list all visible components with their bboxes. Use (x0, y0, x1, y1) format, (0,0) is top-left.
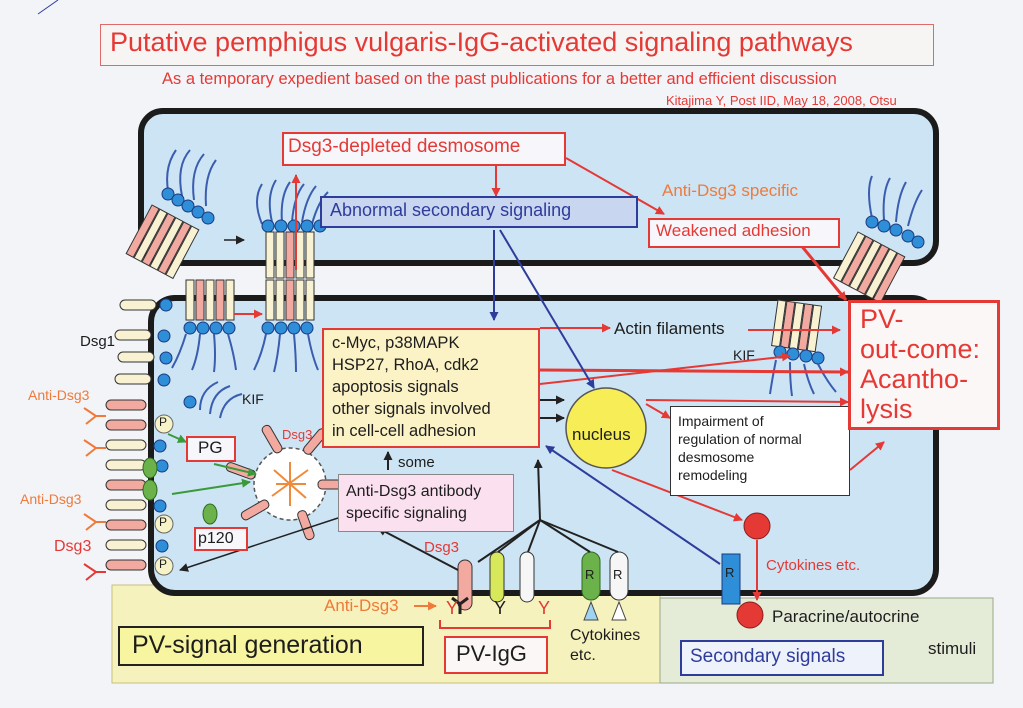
dsg3-receptor-label: Dsg3 (424, 539, 460, 556)
anti-dsg3-mid-label: Anti-Dsg3 (20, 491, 82, 507)
y-antibody-2: Y (494, 598, 507, 618)
outcome-box (848, 300, 1000, 430)
antibody-signaling-box (338, 474, 514, 532)
kif-right-label: KIF (733, 347, 755, 363)
arrow-antibody-box-to-membrane (179, 517, 339, 572)
pg-label: PG (198, 438, 223, 457)
cytokines-label: Cytokines etc. (766, 557, 861, 574)
anti-dsg3-bottom-label: Anti-Dsg3 (324, 596, 399, 615)
impairment-box (670, 406, 850, 496)
p-label-1: P (159, 415, 168, 429)
desmosome-plaque-upper-right (832, 175, 925, 304)
arrow-abnormal-to-nucleus (499, 229, 595, 389)
weakened-adhesion-label: Weakened adhesion (656, 221, 811, 240)
page-title: Putative pemphigus vulgaris-IgG-activate… (110, 27, 853, 57)
line-fan-3 (527, 519, 541, 553)
p120-label: p120 (198, 530, 234, 547)
cytokines-bottom-label: Cytokines etc. (570, 627, 641, 664)
desmosome-plaque-lower-left (171, 279, 237, 373)
credit-line: Kitajima Y, Post IID, May 18, 2008, Otsu (666, 93, 897, 108)
arrow-nucleus-to-impairment (645, 403, 671, 419)
page-subtitle: As a temporary expedient based on the pa… (162, 70, 837, 88)
arrow-fan-to-signals (533, 459, 543, 521)
arrow-pg-to-cluster (213, 463, 257, 477)
cytokine-dot-lower (736, 601, 764, 629)
secondary-signals-label: Secondary signals (690, 646, 846, 667)
signals-box-text: c-Myc, p38MAPK HSP27, RhoA, cdk2 apoptos… (332, 334, 491, 440)
receptor-r-green: R (585, 567, 595, 582)
y-antibody-1: Y (446, 598, 459, 618)
p120-box (194, 527, 248, 551)
p-label-2: P (159, 515, 168, 529)
dsg3-cluster-label: Dsg3 (282, 427, 313, 442)
arrow-signals-to-outcome (539, 367, 849, 377)
arrow-impairment-to-outcome (849, 441, 885, 471)
kif-filaments-left (199, 381, 243, 419)
receptor-r-white: R (613, 567, 623, 582)
corner-mark (37, 0, 59, 15)
pv-signal-generation-label: PV-signal generation (132, 631, 363, 659)
arrow-membrane-to-cluster (171, 478, 251, 495)
outcome-text: PV- out-come: Acantho- lysis (860, 304, 981, 424)
anti-dsg3-specific-label: Anti-Dsg3 specific (662, 181, 799, 200)
dsg1-label: Dsg1 (80, 333, 116, 350)
line-fan-2 (497, 519, 541, 553)
arrow-receptor-to-antibody-box (377, 527, 459, 571)
desmosome-plaque-lower-right (769, 299, 837, 397)
pv-signal-generation-box (118, 626, 424, 666)
stimuli-label: stimuli (928, 639, 977, 658)
nucleus-label: nucleus (572, 425, 631, 444)
impairment-box-text: Impairment of regulation of normal desmo… (678, 413, 802, 483)
pv-igg-box (444, 636, 548, 674)
y-antibody-3: Y (538, 598, 551, 618)
arrow-to-pg (167, 433, 187, 443)
actin-filaments-label: Actin filaments (614, 319, 725, 338)
p-label-3: P (159, 557, 168, 571)
paracrine-label: Paracrine/autocrine (772, 607, 920, 626)
anti-dsg3-top-label: Anti-Dsg3 (28, 387, 90, 403)
antibody-signaling-text: Anti-Dsg3 antibody specific signaling (346, 483, 482, 522)
depleted-desmosome-box (282, 132, 566, 166)
antibody-y-black (451, 596, 469, 614)
arrow-depleted-to-weakened (565, 157, 665, 215)
title-box (100, 24, 934, 66)
weakened-adhesion-box (648, 218, 840, 248)
arrow-weakened-to-outcome (798, 243, 848, 301)
nucleus-shape (565, 387, 647, 469)
line-fan-4 (539, 519, 591, 553)
line-fan-5 (539, 519, 619, 553)
receptor-r-blue: R (725, 565, 735, 580)
cytokine-dot-upper (743, 512, 771, 540)
abnormal-signaling-label: Abnormal secondary signaling (330, 200, 572, 220)
arrow-nucleus-to-outcome (645, 397, 849, 407)
pg-box (186, 436, 236, 462)
arrow-receptor-to-signals (545, 445, 721, 565)
desmosome-plaque-upper-left (125, 149, 217, 280)
abnormal-signaling-box (320, 196, 638, 228)
pv-igg-label: PV-IgG (456, 641, 527, 666)
some-label: some (398, 454, 435, 471)
pv-igg-bracket (439, 620, 551, 629)
membrane-dsg-column (83, 298, 218, 581)
dsg3-left-label: Dsg3 (54, 538, 92, 555)
depleted-desmosome-label: Dsg3-depleted desmosome (288, 136, 521, 157)
arrow-signals-to-kif (539, 352, 791, 385)
secondary-signals-box (680, 640, 884, 676)
signals-box (322, 328, 540, 448)
membrane-receptors (457, 551, 741, 621)
kif-left-label: KIF (242, 391, 264, 407)
